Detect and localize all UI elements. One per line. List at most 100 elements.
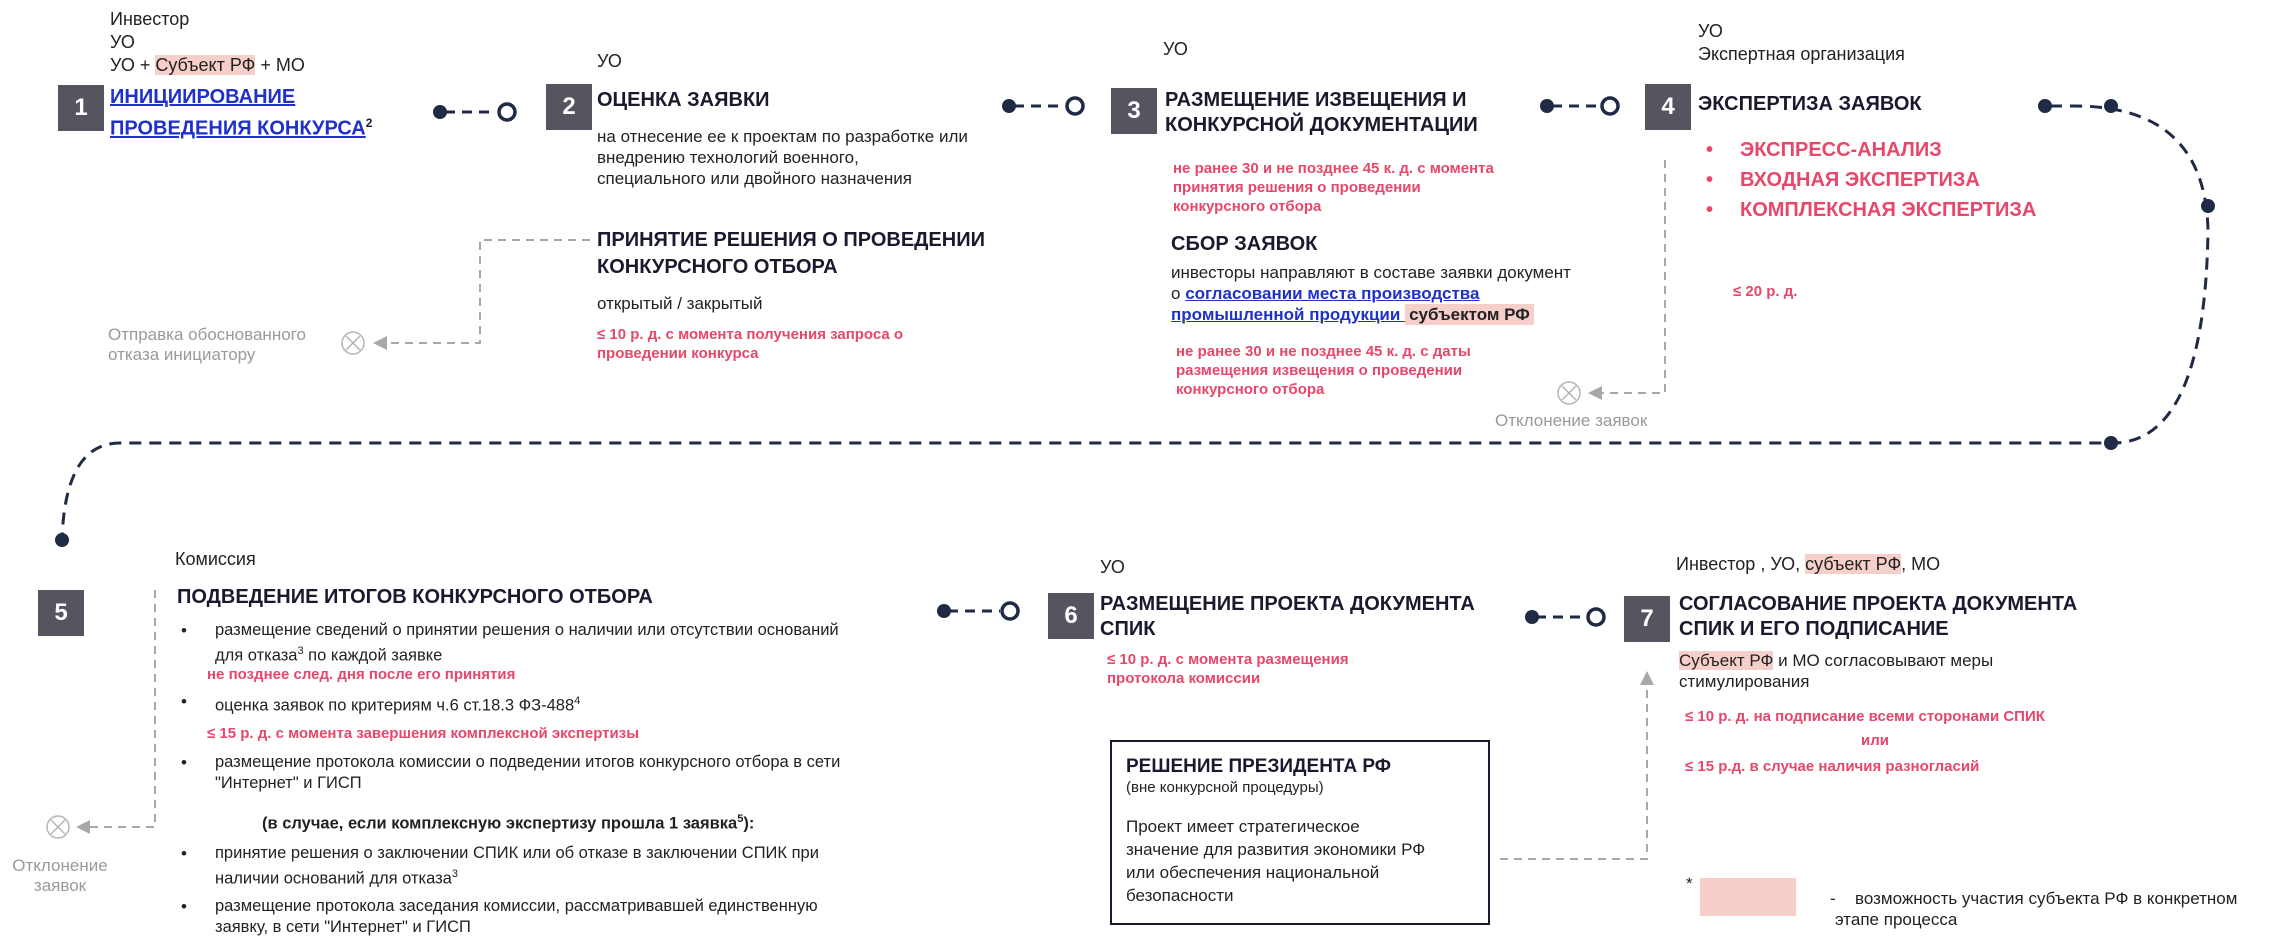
- bullet-item: размещение протокола заседания комиссии,…: [177, 896, 937, 938]
- bullet-line: принятие решения о заключении СПИК или о…: [215, 844, 819, 862]
- stage1-title-link[interactable]: ИНИЦИИРОВАНИЕ: [110, 84, 372, 110]
- title-line: СПИК И ЕГО ПОДПИСАНИЕ: [1679, 618, 1949, 640]
- dot-curve: [2201, 199, 2215, 213]
- deadline-line: проведении конкурса: [597, 345, 759, 362]
- title-line: СПИК: [1100, 618, 1156, 640]
- subject-highlight: Субъект РФ: [155, 55, 256, 75]
- body-line: стимулирования: [1679, 672, 1810, 691]
- dot-4a: [2038, 99, 2052, 113]
- title-line: СОГЛАСОВАНИЕ ПРОЕКТА ДОКУМЕНТА: [1679, 593, 2078, 615]
- role-line: УО: [1698, 21, 1723, 41]
- reject-line: Отправка обоснованного: [108, 325, 306, 344]
- body-text: и МО согласовывают меры: [1773, 651, 1994, 670]
- stage2-role: УО: [597, 51, 622, 71]
- legend-text: возможность участия субъекта РФ в конкре…: [1835, 888, 2237, 930]
- subtitle-line: КОНКУРСНОГО ОТБОРА: [597, 256, 838, 278]
- deadline-line: конкурсного отбора: [1173, 198, 1322, 215]
- bullet-line: размещение протокола заседания комиссии,…: [215, 896, 818, 915]
- reject-line: Отклонение: [12, 856, 108, 875]
- approval-link[interactable]: согласовании места производства: [1185, 284, 1480, 303]
- deadline-line: протокола комиссии: [1107, 670, 1261, 687]
- legend-swatch: [1700, 878, 1796, 916]
- stage3-reject-text: Отклонение заявок: [1495, 411, 1648, 430]
- bullet-text: оценка заявок по критериям ч.6 ст.18.3 Ф…: [215, 696, 575, 715]
- title-line: РАЗМЕЩЕНИЕ ИЗВЕЩЕНИЯ И: [1165, 89, 1467, 111]
- dot-6: [1525, 610, 1539, 624]
- stage1-role-investor: Инвестор: [110, 9, 190, 29]
- dot-4c: [2104, 436, 2118, 450]
- stage2-title: ОЦЕНКА ЗАЯВКИ: [597, 89, 770, 111]
- bullet-text: для отказа: [215, 646, 298, 665]
- bullet-line: "Интернет" и ГИСП: [215, 774, 362, 792]
- stage5-deadline2: ≤ 15 р. д. с момента завершения комплекс…: [207, 725, 640, 742]
- stage5-body3: размещение протокола комиссии о подведен…: [177, 752, 937, 800]
- stage5-bullets: принятие решения о заключении СПИК или о…: [177, 843, 937, 938]
- body-line: на отнесение ее к проектам по разработке…: [597, 127, 968, 146]
- stage6-number: 6: [1048, 593, 1094, 639]
- stage1-role-uo: УО: [110, 32, 135, 52]
- bullet-line: заявку, в сети "Интернет" и ГИСП: [215, 917, 471, 936]
- title-link-line[interactable]: ПРОВЕДЕНИЯ КОНКУРСА: [110, 117, 366, 140]
- stage5-reject-text: Отклонение заявок: [10, 856, 110, 896]
- stage7-deadline2: ≤ 15 р.д. в случае наличия разногласий: [1685, 758, 1980, 775]
- stage2-body: на отнесение ее к проектам по разработке…: [597, 126, 968, 189]
- body-text: о: [1171, 284, 1186, 303]
- stage5-bullets: оценка заявок по критериям ч.6 ст.18.3 Ф…: [177, 691, 580, 717]
- president-path: [1500, 685, 1648, 860]
- stage7-roles: Инвестор , УО, субъект РФ, МО: [1676, 553, 1940, 576]
- stage4-number: 4: [1645, 84, 1691, 130]
- stage3-deadline1: не ранее 30 и не позднее 45 к. д. с моме…: [1173, 159, 1494, 216]
- role-line: Экспертная организация: [1698, 44, 1905, 64]
- reject-path-3: [1600, 160, 1666, 394]
- title-line[interactable]: ИНИЦИИРОВАНИЕ: [110, 86, 296, 108]
- deadline-line: ≤ 10 р. д. с момента размещения: [1107, 651, 1349, 668]
- ring-7: [1586, 607, 1606, 627]
- body-line: специального или двойного назначения: [597, 169, 912, 188]
- stage5-body2: оценка заявок по критериям ч.6 ст.18.3 Ф…: [177, 691, 580, 723]
- president-decision-box: РЕШЕНИЕ ПРЕЗИДЕНТА РФ (вне конкурсной пр…: [1110, 740, 1490, 925]
- role-text: , МО: [1901, 554, 1941, 574]
- subject-highlight: субъект РФ: [1805, 554, 1902, 574]
- ring-4: [1600, 96, 1620, 116]
- role-text: Инвестор , УО,: [1676, 554, 1806, 574]
- reject-path-2: [385, 239, 590, 344]
- stage4-title: ЭКСПЕРТИЗА ЗАЯВОК: [1698, 93, 1922, 115]
- title-line: РАЗМЕЩЕНИЕ ПРОЕКТА ДОКУМЕНТА: [1100, 593, 1475, 615]
- reject-arrow-2: [373, 336, 387, 350]
- stage5-condition: (в случае, если комплексную экспертизу п…: [262, 809, 754, 835]
- stage5-body4: принятие решения о заключении СПИК или о…: [177, 843, 937, 944]
- stage4-deadline: ≤ 20 р. д.: [1733, 283, 1798, 300]
- bullet-line: размещение протокола комиссии о подведен…: [215, 753, 841, 771]
- product-link[interactable]: промышленной продукции: [1171, 305, 1406, 324]
- stage2-subtitle: ПРИНЯТИЕ РЕШЕНИЯ О ПРОВЕДЕНИИ КОНКУРСНОГ…: [597, 227, 985, 281]
- reject-arrow-3: [1588, 386, 1602, 400]
- deadline-line: принятия решения о проведении: [1173, 179, 1421, 196]
- stage5-body: размещение сведений о принятии решения о…: [177, 620, 937, 673]
- dot-2: [1002, 99, 1016, 113]
- stage7-title: СОГЛАСОВАНИЕ ПРОЕКТА ДОКУМЕНТА СПИК И ЕГ…: [1679, 592, 2077, 642]
- reject-icon-2: [341, 331, 365, 355]
- reject-path-5: [88, 590, 156, 828]
- body-line: внедрению технологий военного,: [597, 148, 859, 167]
- condition-text: ):: [743, 814, 755, 833]
- stage7-deadline1: ≤ 10 р. д. на подписание всеми сторонами…: [1685, 708, 2045, 725]
- stage5-title: ПОДВЕДЕНИЕ ИТОГОВ КОНКУРСНОГО ОТБОРА: [177, 586, 653, 608]
- president-body: Проект имеет стратегическое значение для…: [1126, 815, 1474, 907]
- list-item: КОМПЛЕКСНАЯ ЭКСПЕРТИЗА: [1702, 195, 2036, 225]
- reject-icon-5: [46, 815, 70, 839]
- ring-3: [1065, 96, 1085, 116]
- stage2-reject-text: Отправка обоснованного отказа инициатору: [108, 325, 306, 365]
- bullet-item: размещение протокола комиссии о подведен…: [177, 752, 937, 794]
- bullet-text: по каждой заявке: [303, 646, 443, 665]
- reject-line: отказа инициатору: [108, 345, 256, 364]
- stage3-subbody: инвесторы направляют в составе заявки до…: [1171, 262, 1571, 325]
- stage1-title[interactable]: ИНИЦИИРОВАНИЕ ПРОВЕДЕНИЯ КОНКУРСА2: [110, 84, 372, 142]
- role-text: + МО: [255, 55, 305, 75]
- stage7-number: 7: [1624, 596, 1670, 642]
- title-line: КОНКУРСНОЙ ДОКУМЕНТАЦИИ: [1165, 114, 1478, 136]
- dot-5b: [937, 604, 951, 618]
- body-line: значение для развития экономики РФ: [1126, 840, 1426, 859]
- bullet-item: оценка заявок по критериям ч.6 ст.18.3 Ф…: [177, 691, 580, 717]
- subject-highlight: субъектом РФ: [1405, 304, 1534, 325]
